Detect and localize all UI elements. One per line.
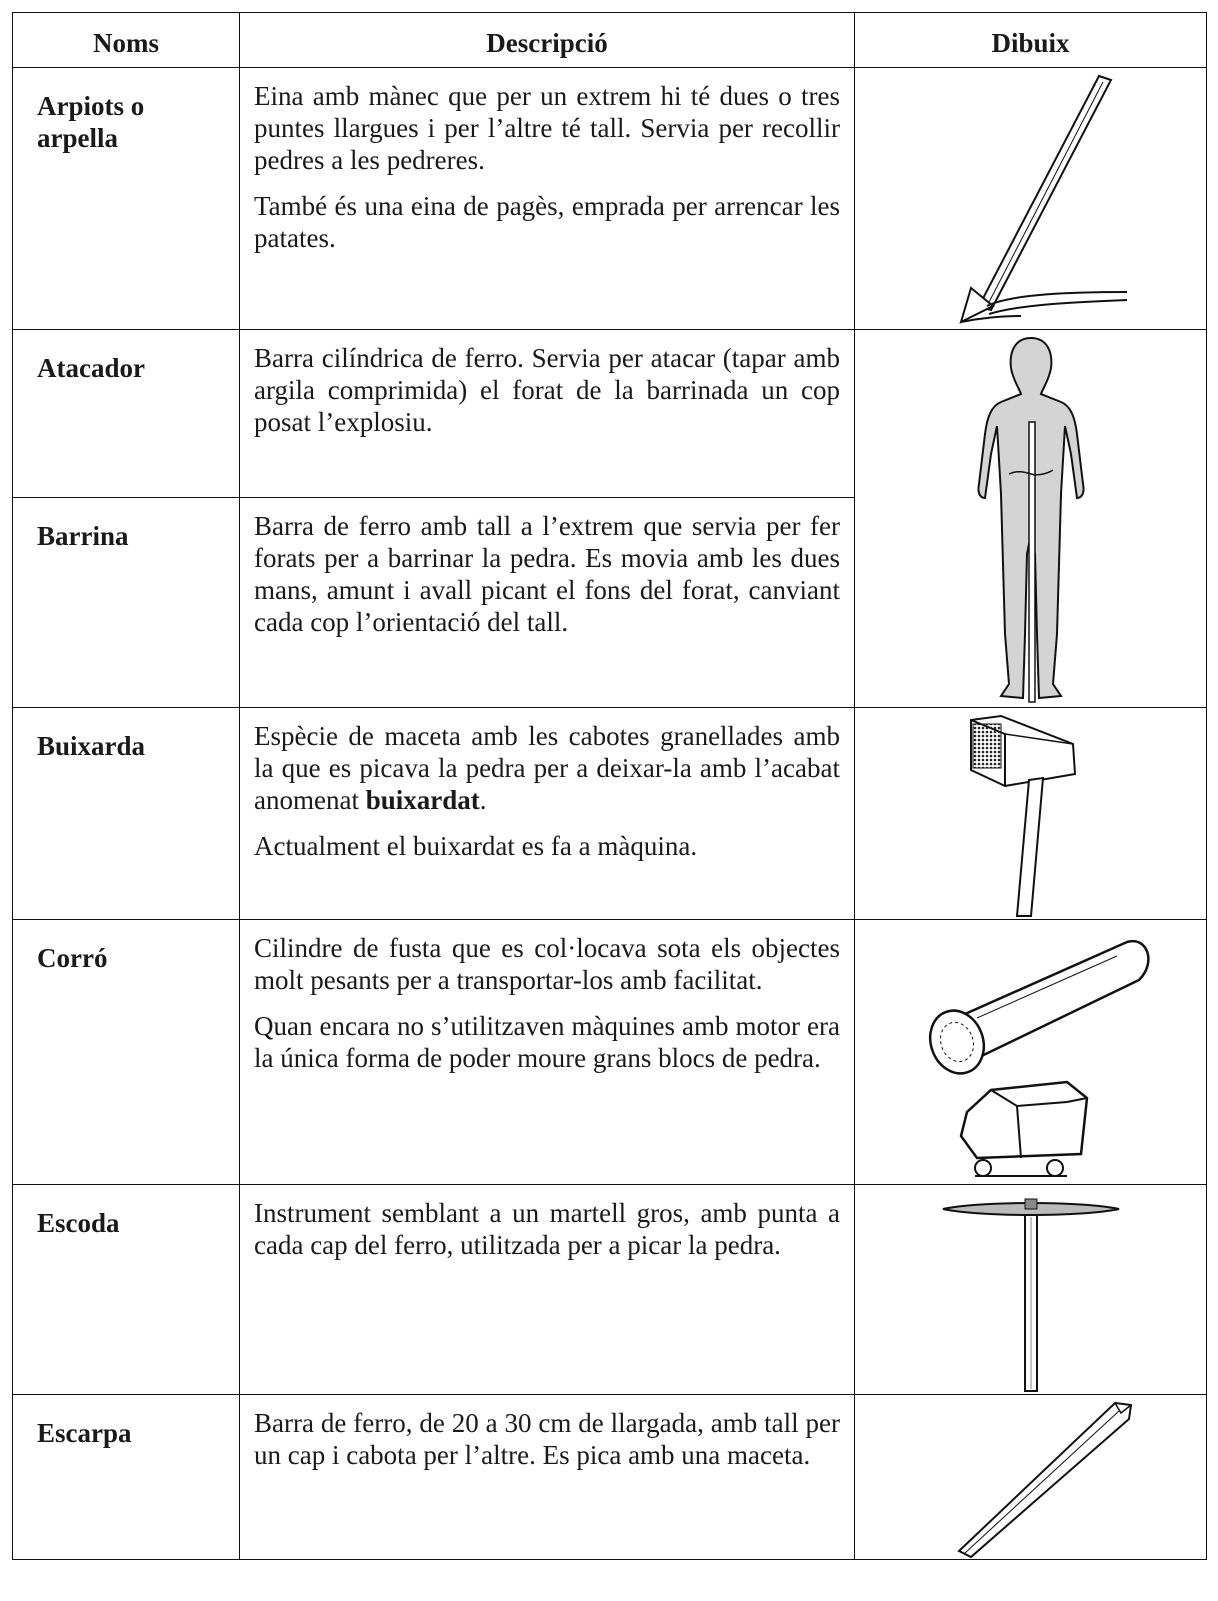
description-paragraph: Eina amb mànec que per un extrem hi té d… xyxy=(254,81,840,175)
description-paragraph: Espècie de maceta amb les cabotes granel… xyxy=(254,720,840,816)
term-name: Escarpa xyxy=(12,1394,240,1560)
description-paragraph: Actualment el buixardat es fa a màquina. xyxy=(254,831,698,861)
table-row: Escarpa Barra de ferro, de 20 a 30 cm de… xyxy=(12,1394,1207,1560)
description-paragraph: Quan encara no s’utilitzaven màquines am… xyxy=(254,1011,840,1073)
table-row: Atacador Barra cilíndrica de ferro. Serv… xyxy=(12,329,1207,708)
drawing-cell xyxy=(854,67,1207,330)
description-paragraph: Barra de ferro, de 20 a 30 cm de llargad… xyxy=(254,1408,840,1470)
drawing-cell xyxy=(854,1184,1207,1395)
drawing-cell xyxy=(854,1394,1207,1560)
description-paragraph: Barra cilíndrica de ferro. Servia per at… xyxy=(254,343,840,437)
drawing-cell xyxy=(854,329,1207,708)
term-name: Corró xyxy=(12,919,240,1185)
header-description: Descripció xyxy=(239,12,855,68)
term-description: Eina amb mànec que per un extrem hi té d… xyxy=(239,67,855,330)
description-text: . xyxy=(479,785,487,815)
tools-glossary-table: Noms Descripció Dibuix Arpiots o arpella… xyxy=(12,12,1207,1560)
term-description: Barra de ferro, de 20 a 30 cm de llargad… xyxy=(239,1394,855,1560)
description-paragraph: Barra de ferro amb tall a l’extrem que s… xyxy=(254,511,840,637)
description-bold-term: buixardat xyxy=(365,785,480,815)
drawing-cell xyxy=(854,707,1207,920)
term-description: Barra cilíndrica de ferro. Servia per at… xyxy=(239,329,855,498)
bush-hammer-icon xyxy=(970,714,1077,917)
term-description: Cilindre de fusta que es col·locava sota… xyxy=(239,919,855,1185)
header-names: Noms xyxy=(12,12,240,68)
term-name: Barrina xyxy=(12,497,240,708)
chisel-icon xyxy=(957,1401,1133,1559)
drawing-cell xyxy=(854,919,1207,1185)
table-row: Barrina Barra de ferro amb tall a l’extr… xyxy=(12,497,1207,708)
header-drawing: Dibuix xyxy=(854,12,1207,68)
table-row: Escoda Instrument semblant a un martell … xyxy=(12,1184,1207,1395)
term-description: Barra de ferro amb tall a l’extrem que s… xyxy=(239,497,855,708)
table-row: Corró Cilindre de fusta que es col·locav… xyxy=(12,919,1207,1185)
description-paragraph: Instrument semblant a un martell gros, a… xyxy=(254,1198,840,1260)
description-paragraph: Cilindre de fusta que es col·locava sota… xyxy=(254,933,840,995)
roller-icon xyxy=(928,939,1150,1177)
table-row: Arpiots o arpella Eina amb mànec que per… xyxy=(12,67,1207,330)
escoda-hammer-icon xyxy=(942,1198,1120,1392)
term-name: Arpiots o arpella xyxy=(12,67,240,330)
hoe-icon xyxy=(959,74,1128,324)
term-name: Escoda xyxy=(12,1184,240,1395)
table-row: Buixarda Espècie de maceta amb les cabot… xyxy=(12,707,1207,920)
description-text: Espècie de maceta amb les cabotes granel… xyxy=(254,721,840,815)
term-description: Espècie de maceta amb les cabotes granel… xyxy=(239,707,855,920)
person-with-bar-icon xyxy=(977,336,1085,703)
header-row: Noms Descripció Dibuix xyxy=(12,12,1207,68)
term-name: Atacador xyxy=(12,329,240,498)
term-name: Buixarda xyxy=(12,707,240,920)
term-description: Instrument semblant a un martell gros, a… xyxy=(239,1184,855,1395)
description-paragraph: També és una eina de pagès, emprada per … xyxy=(254,191,840,253)
